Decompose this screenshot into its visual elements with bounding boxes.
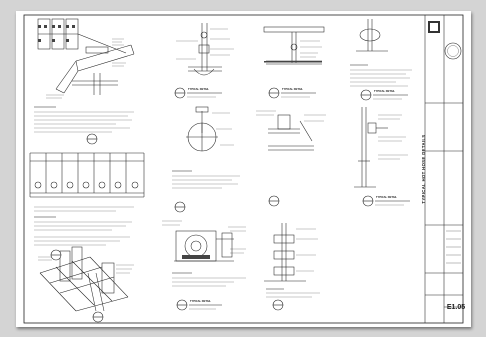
detail-column-wrap: [356, 19, 388, 52]
detail-caption-5: TYPICAL DETAIL: [376, 196, 397, 199]
detail-floor-leaders: [38, 256, 134, 274]
notes-block-1: [34, 106, 134, 133]
detail-caption-2: TYPICAL DETAIL: [190, 300, 211, 303]
title-block: [424, 15, 463, 323]
notes-block-6: [350, 64, 412, 87]
detail-riser-leaders: [296, 228, 318, 272]
detail-rack-leaders: [46, 38, 126, 99]
caption-underlines: [187, 92, 410, 306]
caption-sublines: [187, 96, 404, 310]
detail-motor-leaders: [162, 220, 246, 254]
sheet-number: E1.05: [446, 304, 466, 311]
detail-bracket: [268, 114, 314, 151]
detail-beam-section: [263, 26, 325, 65]
detail-wall-section: [354, 107, 388, 188]
sheet-title: TYPICAL HOT HOSE DETAILS: [421, 134, 426, 204]
callout-bubbles: [50, 87, 374, 323]
drawing-sheet: TYPICAL DETAIL TYPICAL DETAIL TYPICAL DE…: [16, 11, 471, 327]
detail-bracket-leaders: [256, 110, 326, 122]
detail-clamp-leaders: [212, 112, 234, 146]
detail-panel-elevation: [29, 152, 145, 198]
notes-block-4: [172, 272, 246, 287]
detail-caption-3: TYPICAL DETAIL: [282, 88, 303, 91]
detail-riser: [264, 223, 306, 282]
notes-block-3: [172, 170, 240, 189]
detail-clamp: [186, 106, 218, 152]
detail-hanger-leaders-1: [176, 28, 234, 60]
detail-rack-isometric: [37, 18, 135, 95]
notes-block-2: [34, 206, 134, 246]
detail-caption-4: TYPICAL DETAIL: [374, 90, 395, 93]
notes-block-5: [266, 288, 320, 298]
detail-caption-1: TYPICAL DETAIL: [188, 88, 209, 91]
detail-pipe-hanger-1: [188, 23, 222, 76]
detail-floor-isometric: [39, 246, 129, 312]
fill-accents: [38, 25, 322, 259]
detail-wall-leaders: [378, 114, 408, 160]
detail-beam-leaders: [300, 40, 322, 58]
drawing-linework: [23, 14, 464, 324]
